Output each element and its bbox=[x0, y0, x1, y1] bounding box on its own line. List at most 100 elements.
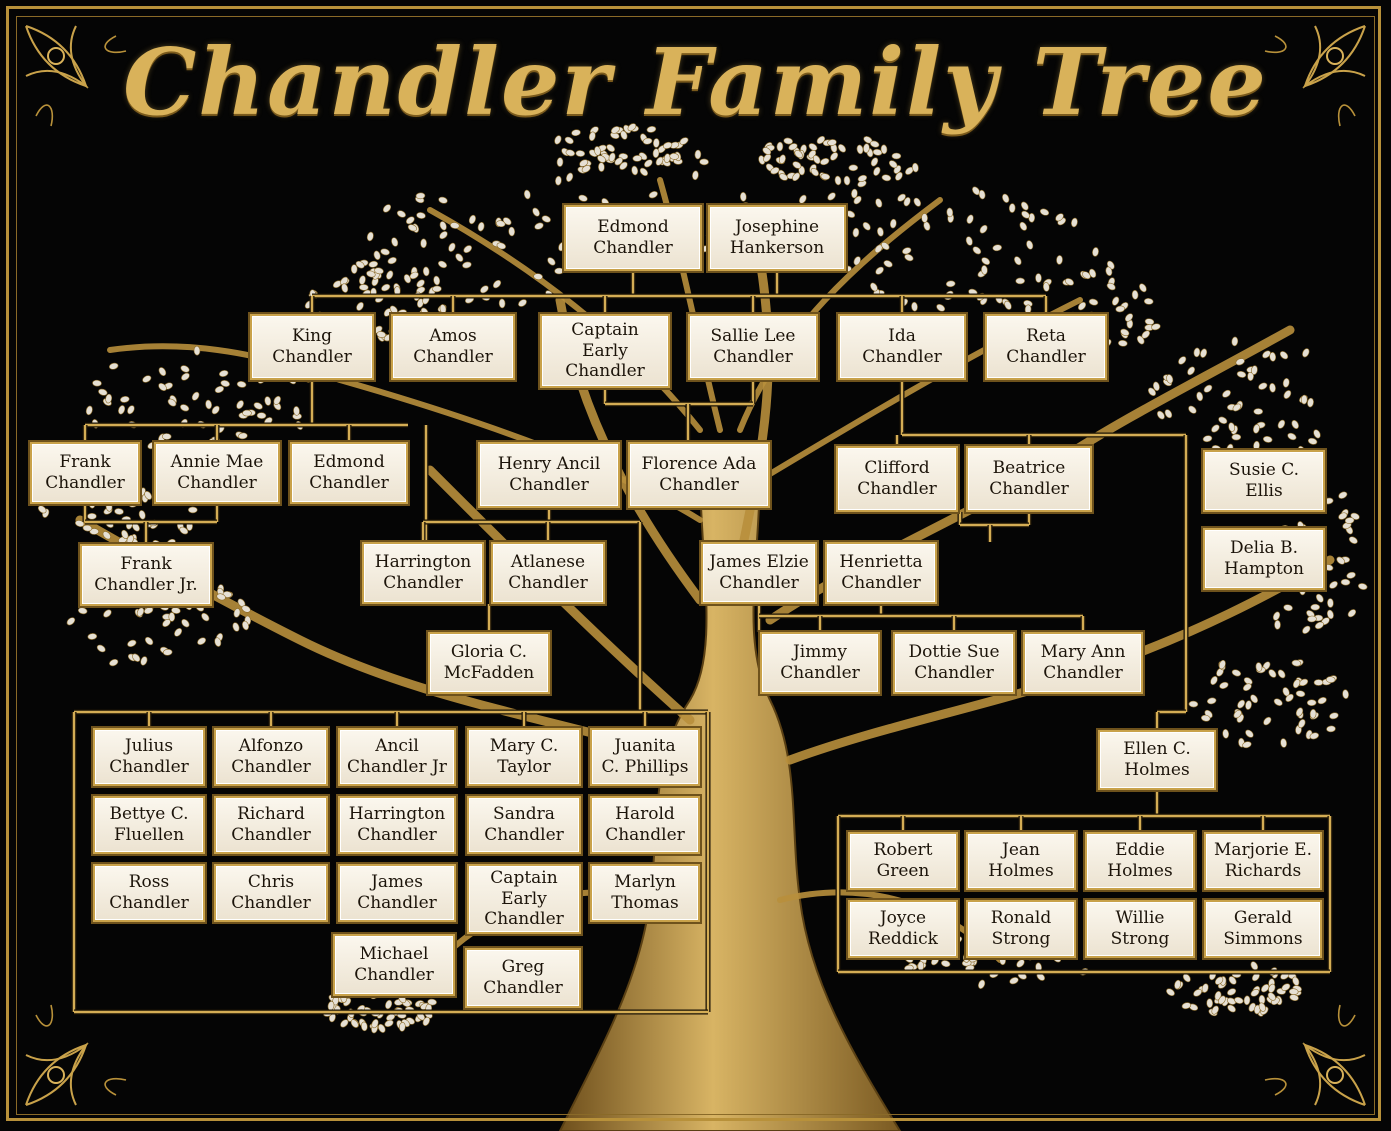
leaf bbox=[253, 402, 263, 410]
leaf bbox=[776, 141, 784, 152]
leaf bbox=[211, 405, 220, 415]
leaf bbox=[1242, 741, 1252, 749]
leaf bbox=[895, 171, 903, 181]
leaf bbox=[1302, 625, 1311, 634]
tree-branch bbox=[737, 197, 943, 433]
leaf bbox=[1338, 491, 1348, 499]
leaf bbox=[1106, 282, 1116, 291]
leaf bbox=[1242, 683, 1252, 692]
leaf bbox=[385, 999, 393, 1010]
leaf bbox=[1200, 714, 1211, 722]
leaf bbox=[144, 491, 152, 500]
person-card: Ellen C. Holmes bbox=[1098, 730, 1216, 790]
leaf bbox=[1009, 977, 1019, 985]
leaf bbox=[366, 270, 376, 278]
leaf bbox=[232, 622, 240, 632]
leaf bbox=[1210, 676, 1218, 685]
leaf bbox=[1188, 405, 1197, 414]
leaf bbox=[792, 161, 802, 169]
leaf bbox=[1088, 268, 1097, 278]
leaf bbox=[396, 210, 406, 218]
leaf bbox=[779, 173, 788, 181]
leaf bbox=[1056, 255, 1063, 265]
person-card: Juanita C. Phillips bbox=[590, 728, 700, 786]
leaf bbox=[502, 217, 512, 226]
leaf bbox=[1002, 193, 1010, 203]
leaf bbox=[642, 137, 653, 145]
leaf bbox=[1326, 725, 1336, 733]
leaf bbox=[1277, 419, 1286, 429]
leaf bbox=[118, 405, 126, 415]
leaf bbox=[981, 257, 991, 265]
leaf bbox=[1283, 390, 1292, 399]
leaf bbox=[1346, 571, 1356, 579]
leaf bbox=[455, 253, 464, 262]
leaf bbox=[1347, 609, 1357, 618]
leaf bbox=[1326, 609, 1334, 620]
leaf bbox=[181, 372, 190, 381]
leaf bbox=[875, 266, 884, 275]
leaf bbox=[1307, 397, 1314, 408]
leaf bbox=[1344, 517, 1355, 524]
leaf bbox=[496, 242, 506, 250]
leaf bbox=[534, 222, 544, 230]
leaf bbox=[1232, 403, 1242, 412]
leaf bbox=[862, 221, 871, 231]
leaf bbox=[1291, 659, 1302, 667]
leaf bbox=[398, 1022, 406, 1032]
leaf bbox=[1039, 208, 1050, 216]
person-card: King Chandler bbox=[250, 314, 374, 380]
leaf bbox=[1115, 305, 1125, 313]
leaf bbox=[972, 246, 982, 255]
leaf bbox=[241, 605, 251, 613]
leaf bbox=[422, 266, 430, 277]
leaf bbox=[1092, 247, 1099, 257]
leaf bbox=[1174, 979, 1182, 990]
leaf bbox=[450, 222, 460, 229]
leaf bbox=[533, 273, 543, 280]
leaf bbox=[66, 617, 76, 626]
leaf bbox=[1315, 593, 1324, 603]
leaf bbox=[1228, 976, 1237, 985]
leaf bbox=[405, 216, 415, 225]
leaf bbox=[433, 275, 441, 286]
person-card: Joyce Reddick bbox=[848, 900, 958, 958]
leaf bbox=[37, 505, 47, 514]
leaf bbox=[770, 167, 780, 175]
leaf bbox=[778, 154, 786, 164]
leaf bbox=[1274, 620, 1281, 630]
leaf bbox=[846, 210, 856, 218]
leaf bbox=[142, 375, 152, 383]
leaf bbox=[648, 191, 658, 199]
leaf bbox=[870, 282, 878, 292]
leaf bbox=[462, 261, 472, 269]
person-card: Alfonzo Chandler bbox=[214, 728, 328, 786]
leaf bbox=[820, 173, 831, 180]
person-card: Eddie Holmes bbox=[1085, 832, 1195, 890]
leaf bbox=[1151, 323, 1161, 331]
leaf bbox=[851, 188, 858, 199]
leaf bbox=[663, 153, 671, 163]
leaf bbox=[1313, 679, 1324, 686]
leaf bbox=[1065, 278, 1074, 286]
leaf bbox=[508, 226, 516, 237]
leaf bbox=[646, 126, 657, 133]
leaf bbox=[556, 157, 564, 167]
leaf bbox=[699, 158, 709, 166]
leaf bbox=[350, 1019, 359, 1028]
leaf bbox=[144, 636, 154, 646]
leaf bbox=[216, 593, 226, 601]
leaf bbox=[1211, 1005, 1219, 1015]
leaf bbox=[610, 126, 620, 134]
leaf bbox=[940, 960, 951, 968]
leaf bbox=[541, 215, 551, 223]
leaf bbox=[1166, 988, 1175, 997]
leaf bbox=[1014, 256, 1022, 266]
leaf bbox=[788, 143, 798, 151]
leaf bbox=[360, 1021, 368, 1032]
person-card: Richard Chandler bbox=[214, 796, 328, 854]
leaf bbox=[1035, 273, 1042, 283]
poster-title: Chandler Family Tree bbox=[123, 28, 1268, 136]
